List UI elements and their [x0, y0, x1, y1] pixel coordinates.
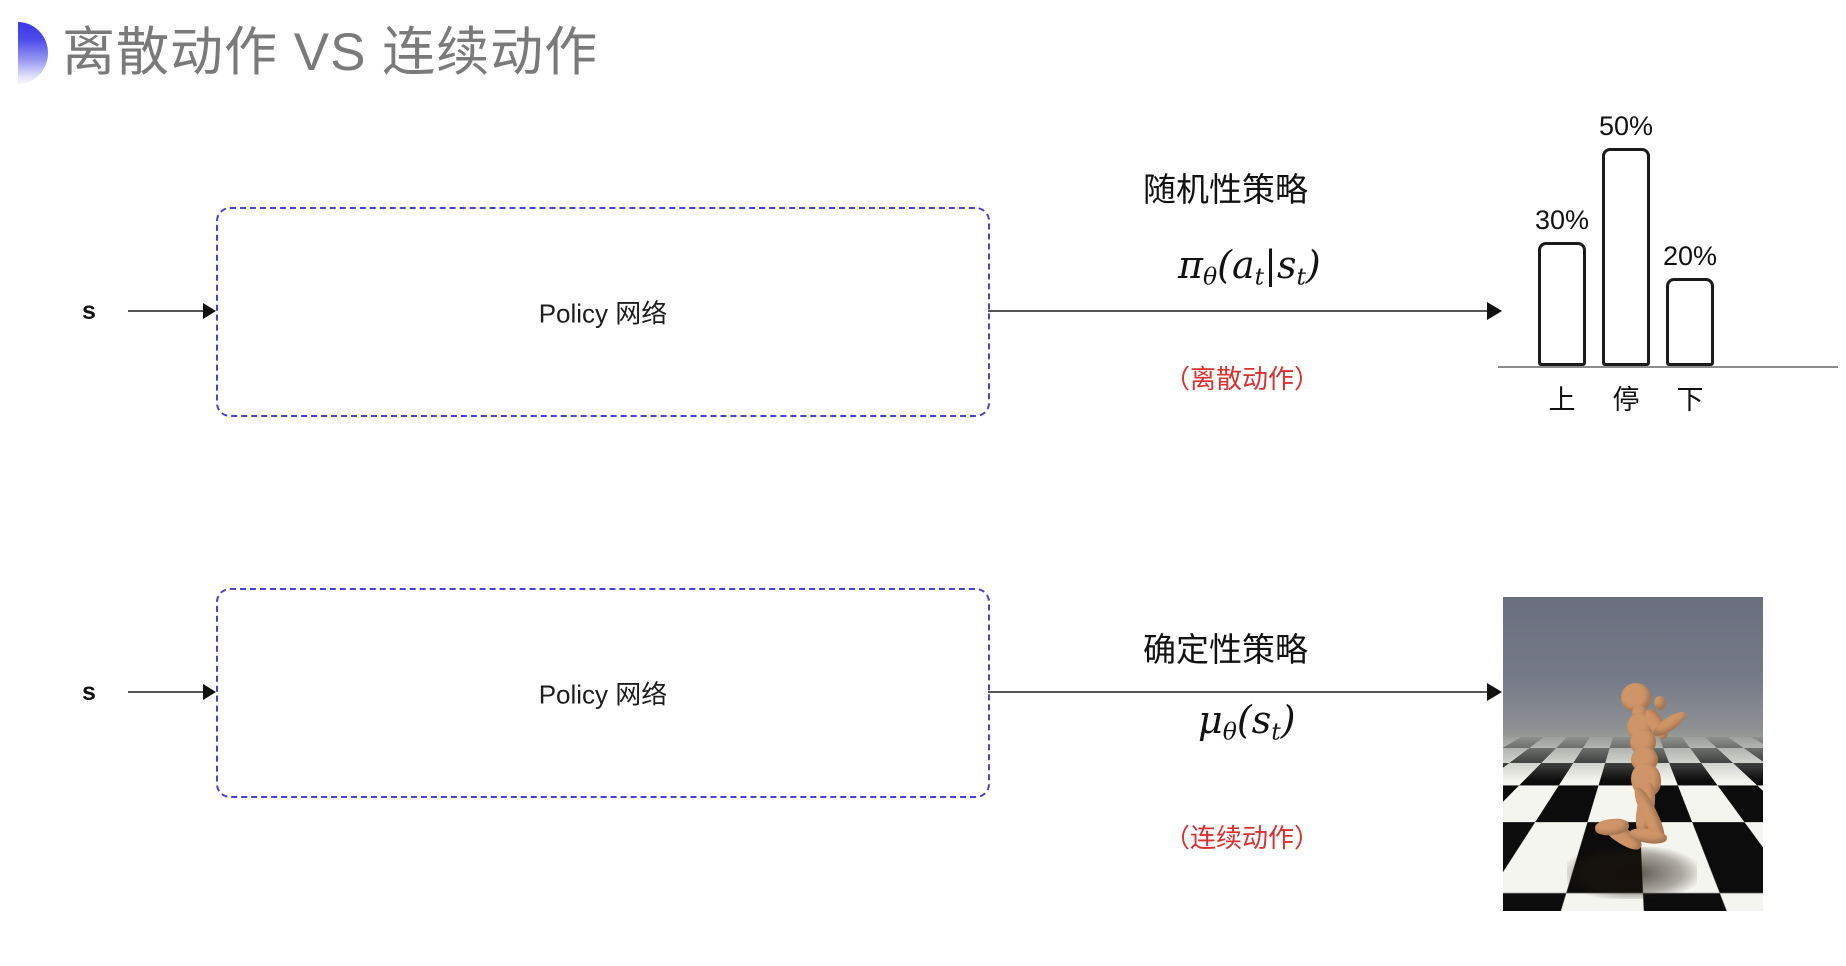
policy-formula-stochastic: πθ(at|st)	[1178, 243, 1321, 291]
formula-open-paren-2: (	[1236, 698, 1252, 742]
bar-group-0: 30% 上	[1532, 205, 1592, 415]
bar-rect-0[interactable]	[1538, 242, 1586, 366]
bar-value-1: 50%	[1598, 111, 1654, 141]
policy-network-box-discrete[interactable]: Policy 网络	[216, 207, 990, 417]
humanoid-simulation-image	[1503, 597, 1763, 911]
title-bullet-icon	[18, 22, 48, 84]
formula-sub-t-1: t	[1254, 262, 1265, 291]
formula-state-s: s	[1276, 243, 1297, 287]
bar-category-0: 上	[1548, 385, 1576, 415]
arrow-state-to-policy-discrete	[128, 310, 214, 312]
formula-symbol-pi: π	[1178, 243, 1203, 287]
state-label-discrete: s	[82, 297, 96, 325]
bar-category-1: 停	[1612, 385, 1640, 415]
formula-state-s-2: s	[1251, 698, 1272, 742]
bar-rect-2[interactable]	[1666, 278, 1714, 366]
bar-value-0: 30%	[1534, 205, 1590, 235]
formula-action-a: a	[1232, 243, 1255, 287]
policy-title-deterministic: 确定性策略	[1143, 631, 1308, 668]
arrow-policy-to-output-discrete	[988, 310, 1500, 312]
policy-network-label-discrete: Policy 网络	[538, 298, 668, 329]
note-continuous-action: （连续动作）	[1164, 823, 1321, 853]
policy-network-label-continuous: Policy 网络	[538, 679, 668, 710]
arrow-state-to-policy-continuous	[128, 691, 214, 693]
formula-sub-theta-2: θ	[1222, 717, 1237, 746]
sim-reflection-shadow	[1567, 847, 1697, 899]
bar-chart-baseline	[1498, 366, 1838, 368]
policy-network-box-continuous[interactable]: Policy 网络	[216, 588, 990, 798]
formula-close-paren: )	[1305, 243, 1321, 287]
formula-sub-theta: θ	[1202, 262, 1218, 291]
formula-sub-t-2: t	[1296, 262, 1306, 291]
discrete-action-bar-chart: 30% 上 50% 停 20% 下	[1498, 98, 1846, 450]
formula-sub-t-3: t	[1271, 717, 1281, 746]
formula-symbol-mu: μ	[1198, 698, 1223, 742]
bar-group-1: 50% 停	[1596, 111, 1656, 415]
formula-close-paren-2: )	[1280, 698, 1296, 742]
formula-bar: |	[1264, 243, 1277, 287]
bar-category-2: 下	[1676, 385, 1704, 415]
policy-formula-deterministic: μθ(st)	[1198, 698, 1296, 746]
bar-rect-1[interactable]	[1602, 148, 1650, 366]
arrow-policy-to-output-continuous	[988, 691, 1500, 693]
formula-open-paren: (	[1217, 243, 1232, 287]
humanoid-hand	[1654, 696, 1666, 710]
note-discrete-action: （离散动作）	[1164, 364, 1321, 394]
policy-title-stochastic: 随机性策略	[1143, 171, 1308, 208]
bar-value-2: 20%	[1662, 241, 1718, 271]
bar-group-2: 20% 下	[1660, 241, 1720, 415]
page-title: 离散动作 VS 连续动作	[62, 23, 599, 82]
state-label-continuous: s	[82, 678, 96, 706]
